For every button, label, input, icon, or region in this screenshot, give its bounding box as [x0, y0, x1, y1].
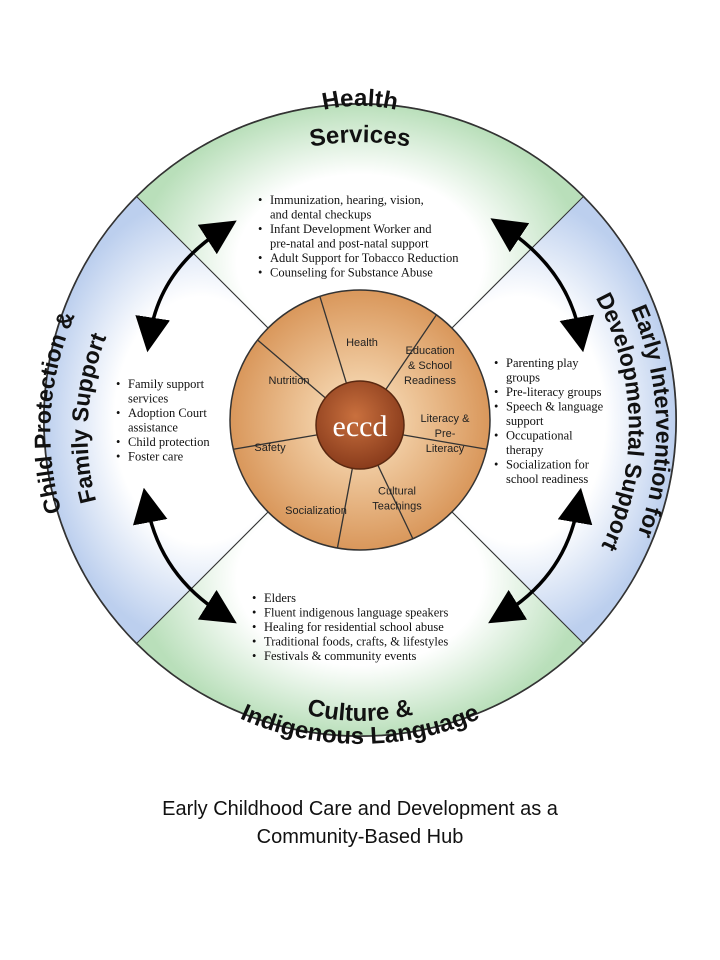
eccd-hub: [315, 380, 405, 470]
wheel-segment-label: Education: [406, 345, 455, 357]
bullet-dot: •: [252, 649, 256, 663]
bullet-text: Festivals & community events: [264, 649, 417, 663]
eccd-hub-label: eccd: [333, 410, 388, 443]
wheel-segment-label: Literacy &: [421, 413, 471, 425]
bullet-text: Adoption Court: [128, 406, 207, 420]
caption-line-2: Community-Based Hub: [256, 826, 464, 848]
bullet-dot: •: [116, 377, 120, 391]
bullet-text: Immunization, hearing, vision,: [270, 193, 424, 207]
wheel-segment-label: Readiness: [404, 375, 456, 387]
bullet-text: Fluent indigenous language speakers: [264, 606, 448, 620]
bullet-text: school readiness: [506, 472, 588, 486]
bullet-text: Healing for residential school abuse: [264, 620, 444, 634]
bullet-text: pre-natal and post-natal support: [270, 237, 429, 251]
bullet-dot: •: [258, 266, 262, 280]
arrow-health-early-intervention: [490, 218, 595, 353]
wheel-divider: [402, 434, 487, 450]
wheel-segment-label: Nutrition: [269, 375, 310, 387]
bullet-dot: •: [252, 606, 256, 620]
bullet-text: Foster care: [128, 450, 184, 464]
wheel-segment-label: Literacy: [426, 443, 465, 455]
bullet-text: support: [506, 414, 544, 428]
bullet-text: Socialization for: [506, 458, 590, 472]
bullet-dot: •: [494, 458, 498, 472]
bullet-dot: •: [116, 450, 120, 464]
diagram-caption: Early Childhood Care and Development as …: [0, 795, 720, 851]
wheel-segment-label: Health: [346, 337, 378, 349]
arrow-health-child-protection: [135, 220, 237, 353]
bullet-dot: •: [116, 406, 120, 420]
arrow-child-protection-culture: [132, 487, 237, 624]
bullet-text: Infant Development Worker and: [270, 222, 432, 236]
wheel-segment-label: & School: [408, 360, 452, 372]
health-title-line2: Services: [308, 121, 413, 153]
wheel-divider: [319, 296, 348, 384]
wheel-divider: [257, 339, 326, 399]
wheel-segment-label: Socialization: [285, 505, 347, 517]
culture-language-list: • Elders • Fluent indigenous language speak…: [252, 591, 448, 663]
bullet-dot: •: [494, 429, 498, 443]
bullet-dot: •: [494, 400, 498, 414]
bullet-text: Elders: [264, 591, 296, 605]
bullet-text: therapy: [506, 443, 544, 457]
bullet-dot: •: [494, 385, 498, 399]
bullet-text: assistance: [128, 421, 178, 435]
bullet-text: Traditional foods, crafts, & lifestyles: [264, 635, 448, 649]
bullet-text: Parenting play: [506, 356, 579, 370]
eccd-hub-diagram: Health Services Culture & Indigenous Lan…: [29, 85, 677, 750]
bullet-dot: •: [258, 193, 262, 207]
bullet-text: groups: [506, 371, 540, 385]
bullet-text: Family support: [128, 377, 205, 391]
bullet-text: Pre-literacy groups: [506, 385, 602, 399]
bullet-text: Occupational: [506, 429, 573, 443]
arrow-early-intervention-culture: [488, 487, 593, 624]
wheel-divider: [377, 464, 414, 540]
wheel-segment-label: Teachings: [372, 501, 422, 513]
bullet-dot: •: [252, 591, 256, 605]
bullet-dot: •: [116, 435, 120, 449]
wheel-segment-label: Safety: [254, 442, 286, 454]
wheel-divider: [385, 314, 437, 390]
wheel-divider: [336, 468, 353, 549]
bullet-text: Speech & language: [506, 400, 604, 414]
bullet-text: Child protection: [128, 435, 210, 449]
bullet-dot: •: [258, 222, 262, 236]
bullet-text: and dental checkups: [270, 208, 371, 222]
wheel-segment-label: Cultural: [378, 486, 416, 498]
bullet-dot: •: [494, 356, 498, 370]
bullet-text: services: [128, 392, 168, 406]
caption-line-1: Early Childhood Care and Development as …: [162, 798, 558, 820]
bullet-dot: •: [258, 251, 262, 265]
bullet-dot: •: [252, 620, 256, 634]
wheel-divider: [233, 434, 318, 450]
bullet-text: Adult Support for Tobacco Reduction: [270, 251, 459, 265]
health-title-line1: Health: [320, 85, 400, 116]
wheel-segment-label: Pre-: [435, 428, 456, 440]
bullet-dot: •: [252, 635, 256, 649]
bullet-text: Counseling for Substance Abuse: [270, 266, 433, 280]
outer-rim: [43, 103, 677, 737]
inner-wheel-dividers: [233, 296, 487, 549]
health-services-list: • Immunization, hearing, vision,and denta…: [258, 193, 459, 280]
